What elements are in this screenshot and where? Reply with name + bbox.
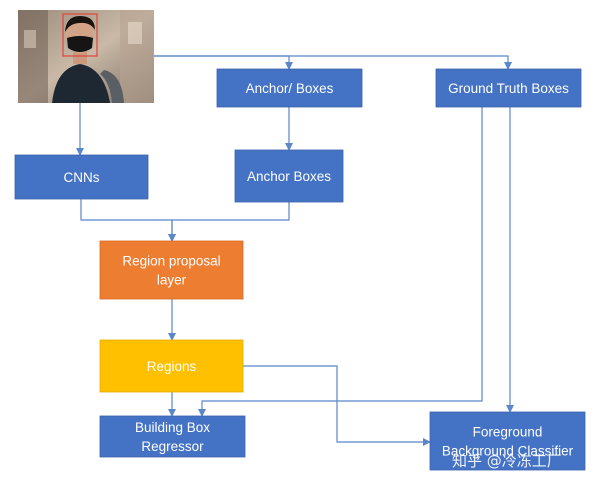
edges-layer <box>76 55 514 446</box>
node-regions: Regions <box>99 339 244 393</box>
node-label-line: Regressor <box>141 439 204 454</box>
node-label-line: layer <box>157 273 187 288</box>
node-region-proposal-layer: Region proposal layer <box>99 240 244 300</box>
node-label-line: CNNs <box>64 170 100 185</box>
node-box <box>14 154 149 200</box>
node-label-line: Background Classifier <box>442 444 574 459</box>
node-label-line: Ground Truth Boxes <box>448 81 569 96</box>
node-cnns: CNNs <box>14 154 149 200</box>
node-box <box>99 415 246 458</box>
node-label-line: Building Box <box>135 420 210 435</box>
edge-anchor-boxes-to-region-proposal-layer <box>168 202 290 242</box>
node-box <box>429 411 586 471</box>
node-label-line: Anchor/ Boxes <box>246 81 334 96</box>
node-anchor-boxes-top: Anchor/ Boxes <box>216 68 363 108</box>
node-box <box>435 68 582 108</box>
edge-photo-to-ground-truth-boxes <box>154 55 512 70</box>
node-box <box>234 149 344 203</box>
node-label-line: Regions <box>147 359 197 374</box>
node-box <box>99 240 244 300</box>
node-label-line: Region proposal <box>122 254 220 269</box>
node-box <box>99 339 244 393</box>
edge-ground-truth-boxes-to-building-box-regressor <box>198 107 483 417</box>
person-wearing-face-mask-photo <box>18 10 154 103</box>
node-anchor-boxes: Anchor Boxes <box>234 149 344 203</box>
edge-photo-to-anchor-boxes-top <box>154 55 293 70</box>
edge-cnns-to-region-proposal-layer <box>80 199 176 242</box>
node-label-line: Anchor Boxes <box>247 169 331 184</box>
watermark-text: 知乎 @冷冻工厂 <box>452 452 562 470</box>
node-box <box>216 68 363 108</box>
edge-regions-to-foreground-background-classifier <box>243 365 431 446</box>
node-label-line: Foreground <box>473 425 543 440</box>
face-detection-box <box>62 13 98 57</box>
node-ground-truth-boxes: Ground Truth Boxes <box>435 68 582 108</box>
